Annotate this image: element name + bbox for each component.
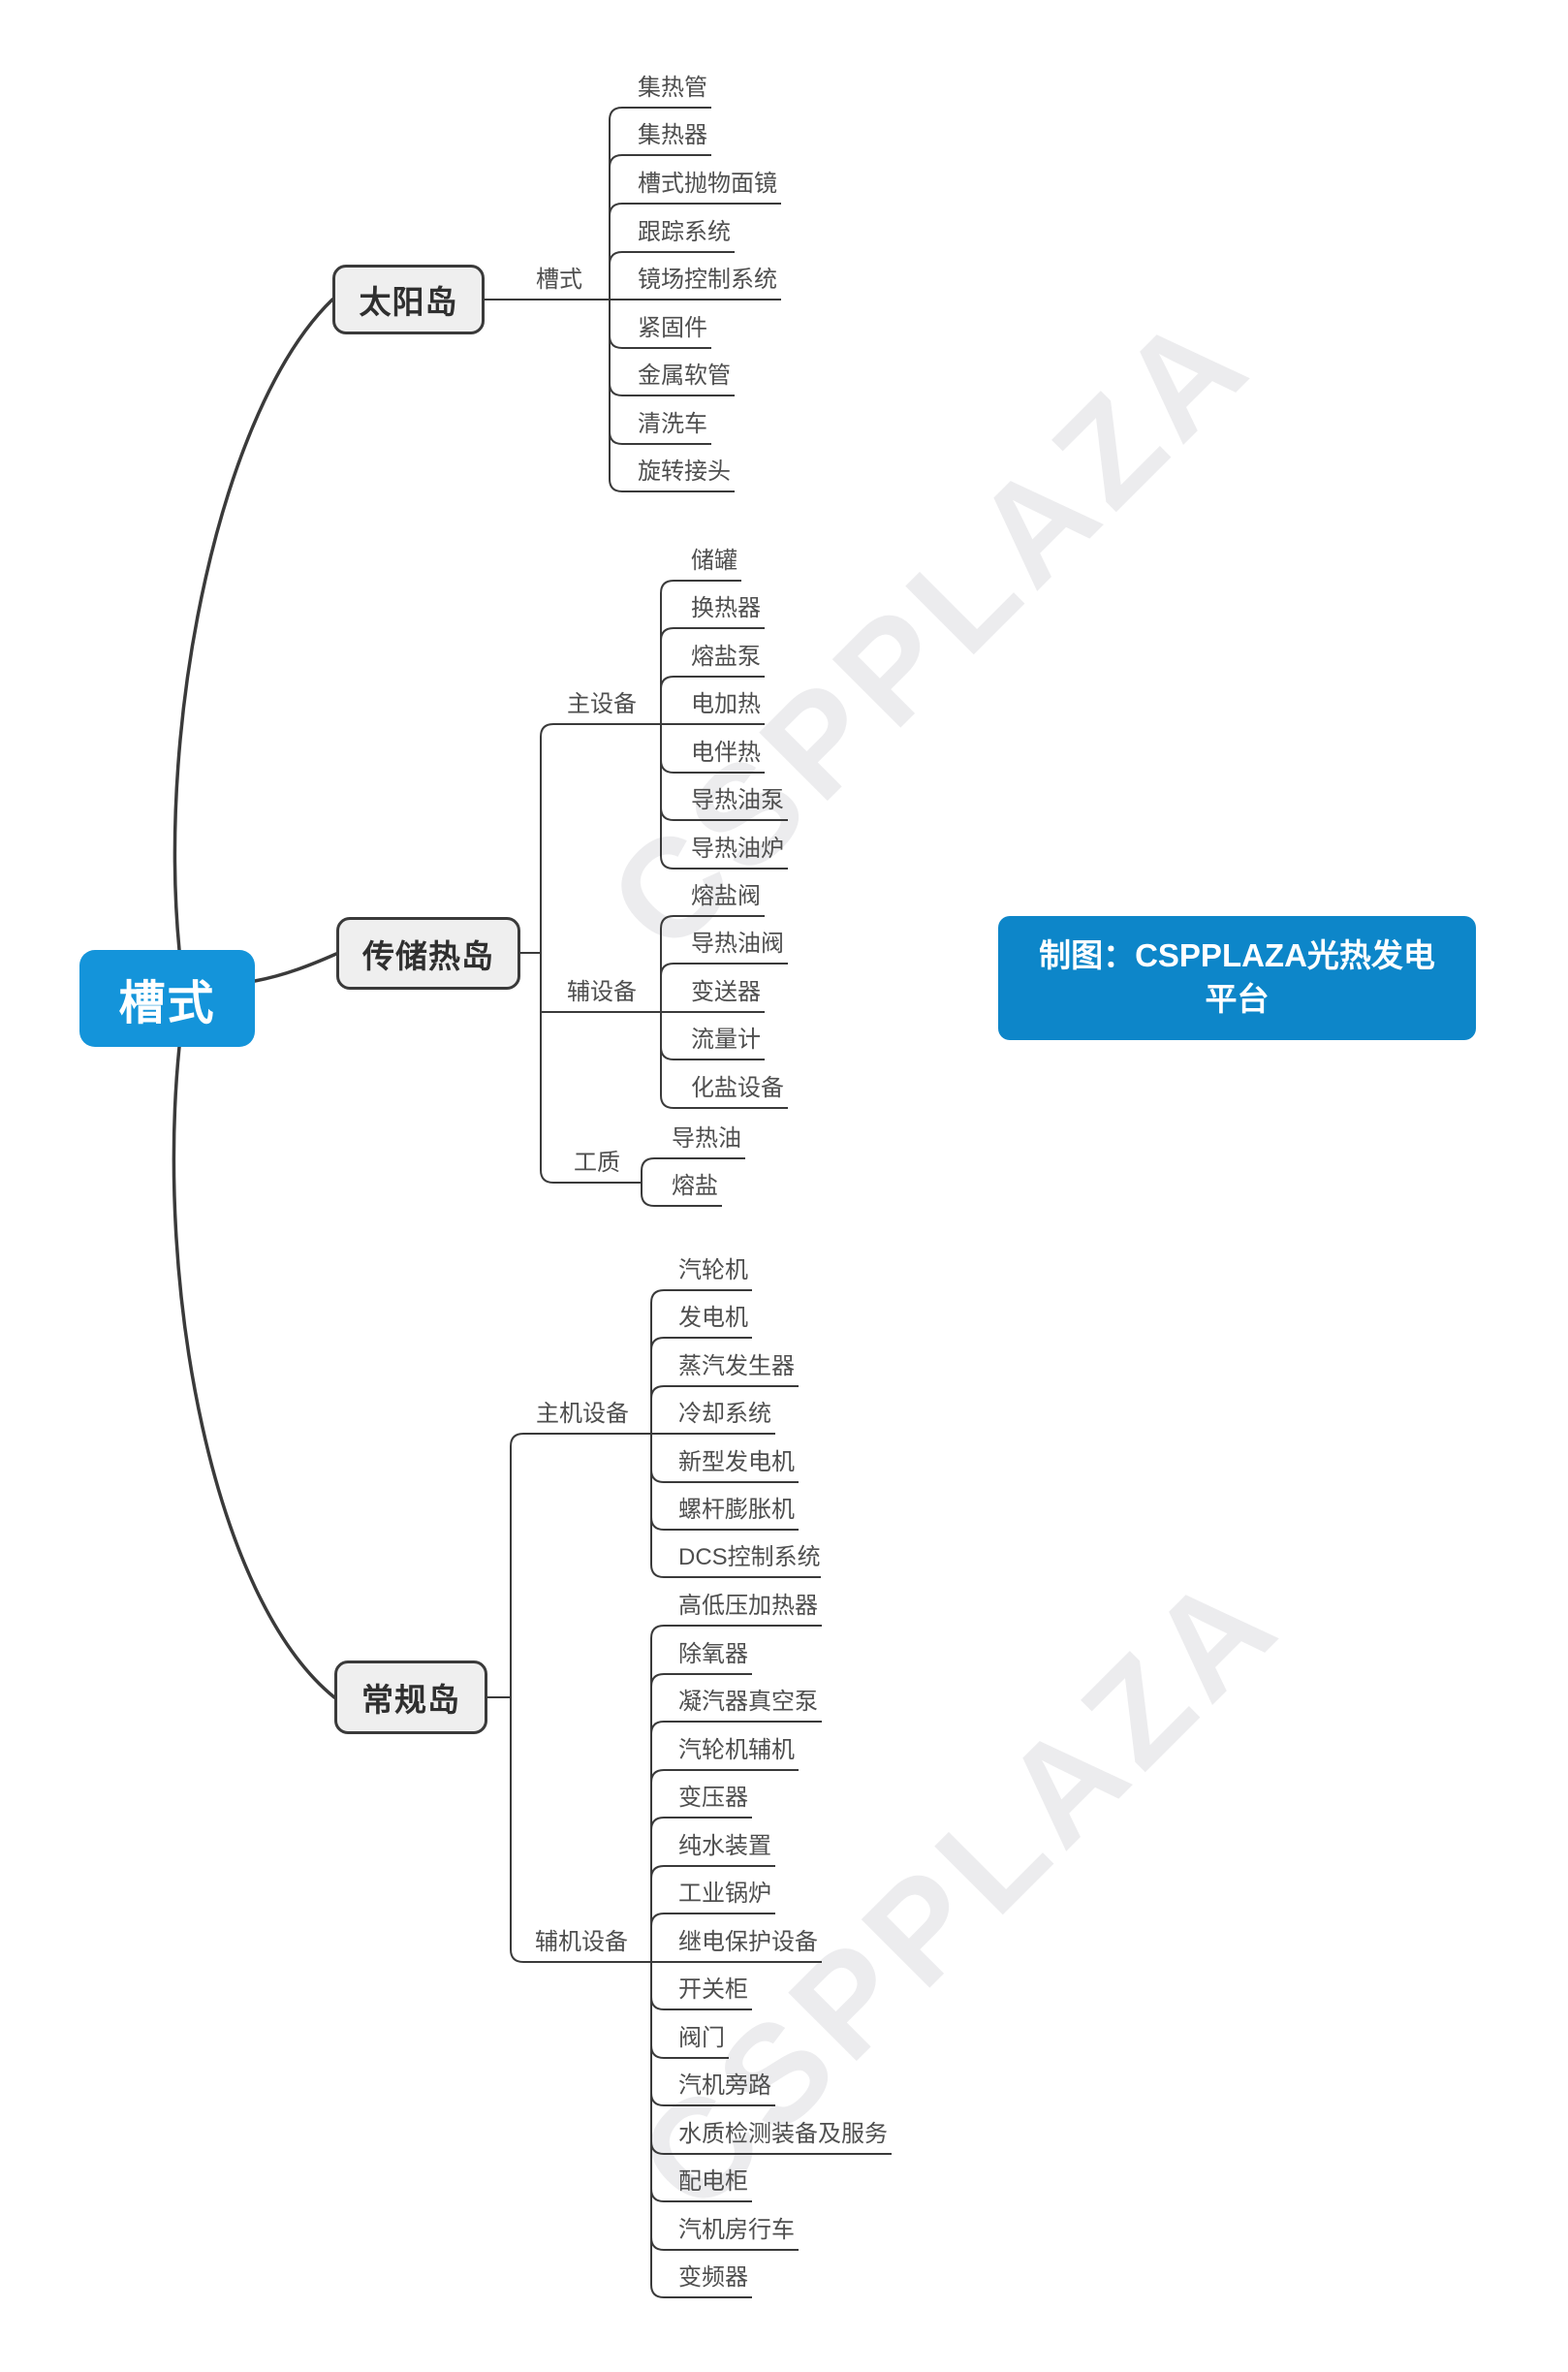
branch2-connectors bbox=[520, 580, 788, 1207]
leaf: 槽式抛物面镜 bbox=[638, 171, 777, 197]
branch-node-heat-storage-island: 传储热岛 bbox=[336, 917, 520, 990]
leaf: 储罐 bbox=[691, 548, 737, 574]
group-label-main-equipment: 主设备 bbox=[567, 691, 637, 717]
leaf: 电伴热 bbox=[691, 740, 761, 766]
leaf: DCS控制系统 bbox=[678, 1544, 821, 1570]
leaf: 导热油泵 bbox=[691, 787, 784, 813]
leaf: 流量计 bbox=[691, 1027, 761, 1053]
leaf: 旋转接头 bbox=[638, 459, 731, 485]
leaf: 清洗车 bbox=[638, 411, 707, 437]
leaf: 继电保护设备 bbox=[678, 1929, 818, 1955]
leaf: 集热管 bbox=[638, 75, 707, 101]
leaf: 跟踪系统 bbox=[638, 219, 731, 245]
leaf: 发电机 bbox=[678, 1305, 748, 1331]
group-label-trough: 槽式 bbox=[536, 267, 582, 293]
group-label-aux-machinery: 辅机设备 bbox=[535, 1929, 628, 1955]
leaf: 化盐设备 bbox=[691, 1075, 784, 1101]
leaf: 变压器 bbox=[678, 1785, 748, 1811]
leaf: 螺杆膨胀机 bbox=[678, 1497, 795, 1523]
attribution-line2: 平台 bbox=[1205, 981, 1270, 1017]
leaf: 导热油炉 bbox=[691, 836, 784, 862]
branch-node-conventional-island: 常规岛 bbox=[334, 1660, 487, 1734]
branch3-connectors bbox=[487, 1289, 892, 2298]
leaf: 纯水装置 bbox=[678, 1833, 771, 1859]
branch-node-solar-island: 太阳岛 bbox=[332, 265, 485, 334]
leaf: 配电柜 bbox=[678, 2168, 748, 2195]
leaf: 高低压加热器 bbox=[678, 1593, 818, 1619]
leaf: 电加热 bbox=[691, 691, 761, 717]
leaf: 集热器 bbox=[638, 122, 707, 148]
leaf: 阀门 bbox=[678, 2025, 725, 2051]
leaf: 镜场控制系统 bbox=[638, 267, 777, 293]
leaf: 新型发电机 bbox=[678, 1449, 795, 1475]
leaf: 导热油 bbox=[672, 1125, 741, 1152]
leaf: 凝汽器真空泵 bbox=[678, 1689, 818, 1715]
leaf: 工业锅炉 bbox=[678, 1881, 771, 1907]
attribution-box: 制图：CSPPLAZA光热发电 平台 bbox=[998, 916, 1476, 1040]
group-label-main-machinery: 主机设备 bbox=[536, 1401, 629, 1427]
leaf: 汽机旁路 bbox=[678, 2072, 771, 2099]
group-label-aux-equipment: 辅设备 bbox=[567, 979, 637, 1005]
leaf: 熔盐 bbox=[672, 1173, 718, 1199]
leaf: 汽轮机 bbox=[678, 1257, 748, 1283]
leaf: 金属软管 bbox=[638, 363, 731, 389]
leaf: 冷却系统 bbox=[678, 1401, 771, 1427]
leaf: 换热器 bbox=[691, 595, 761, 621]
leaf: 变频器 bbox=[678, 2264, 748, 2291]
leaf: 开关柜 bbox=[678, 1977, 748, 2003]
leaf: 蒸汽发生器 bbox=[678, 1353, 795, 1379]
leaf: 除氧器 bbox=[678, 1641, 748, 1667]
group-label-working-medium: 工质 bbox=[574, 1150, 620, 1176]
root-branch-curves bbox=[172, 298, 338, 1699]
leaf: 汽轮机辅机 bbox=[678, 1737, 795, 1763]
leaf: 紧固件 bbox=[638, 315, 707, 341]
leaf: 熔盐泵 bbox=[691, 644, 761, 670]
attribution-line1: 制图：CSPPLAZA光热发电 bbox=[1039, 937, 1435, 974]
leaf: 汽机房行车 bbox=[678, 2217, 795, 2243]
leaf: 导热油阀 bbox=[691, 931, 784, 957]
leaf: 水质检测装备及服务 bbox=[678, 2121, 888, 2147]
leaf: 变送器 bbox=[691, 979, 761, 1005]
leaf: 熔盐阀 bbox=[691, 883, 761, 909]
root-node: 槽式 bbox=[79, 950, 255, 1047]
branch1-connectors bbox=[485, 107, 781, 492]
